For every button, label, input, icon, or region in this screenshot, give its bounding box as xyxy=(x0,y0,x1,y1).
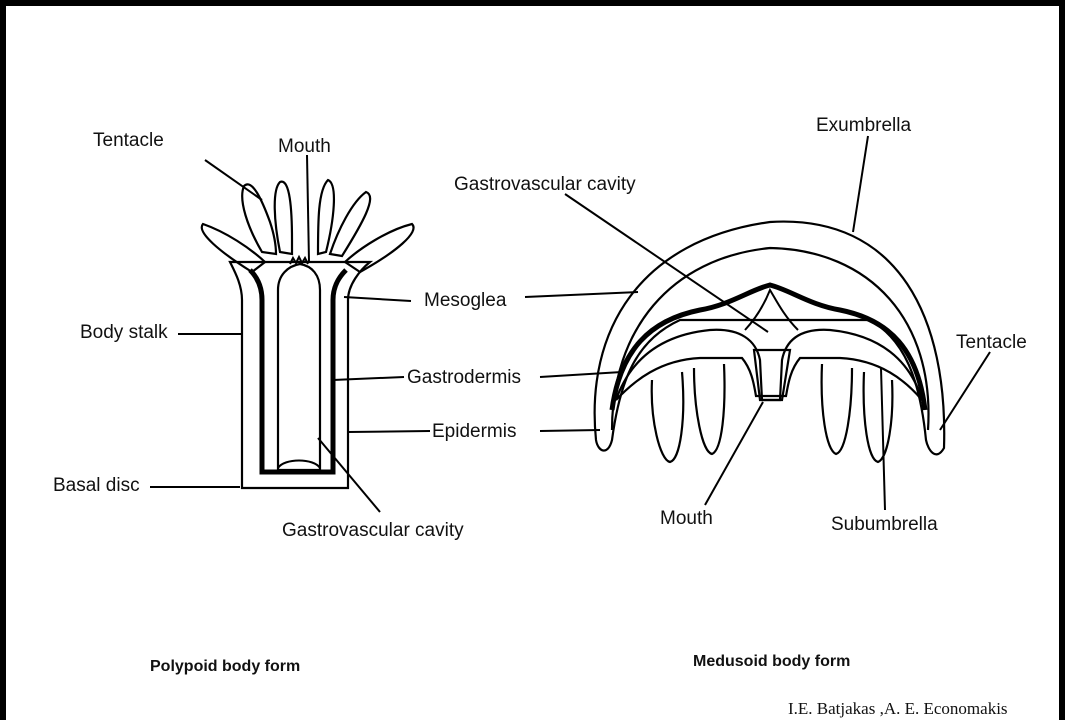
polyp-gastrovascular-cavity xyxy=(278,264,320,470)
credit-text: I.E. Batjakas ,A. E. Economakis xyxy=(788,699,1008,718)
medusa-label-tentacle: Tentacle xyxy=(956,332,1027,353)
label-gastrodermis: Gastrodermis xyxy=(407,367,521,388)
medusa-label-subumbrella: Subumbrella xyxy=(831,514,938,535)
medusa-label-exumbrella: Exumbrella xyxy=(816,115,911,136)
polyp-epidermis xyxy=(230,262,370,488)
caption-polypoid: Polypoid body form xyxy=(150,658,300,675)
polyp-label-body-stalk: Body stalk xyxy=(80,322,168,343)
polyp-label-mouth: Mouth xyxy=(278,136,331,157)
medusa-label-gastrovascular-cavity: Gastrovascular cavity xyxy=(454,174,636,195)
polyp-mesoglea xyxy=(250,270,346,472)
polyp-label-tentacle: Tentacle xyxy=(93,130,164,151)
medusa-inner-folds xyxy=(652,364,893,462)
caption-medusoid: Medusoid body form xyxy=(693,653,850,670)
medusa-drawing xyxy=(595,222,945,462)
medusa-label-mouth: Mouth xyxy=(660,508,713,529)
polyp-label-gastrovascular-cavity: Gastrovascular cavity xyxy=(282,520,464,541)
label-mesoglea: Mesoglea xyxy=(424,290,507,311)
polyp-label-basal-disc: Basal disc xyxy=(53,475,140,496)
label-epidermis: Epidermis xyxy=(432,421,516,442)
medusa-subumbrella-layer xyxy=(616,330,922,400)
medusa-mesoglea xyxy=(612,285,925,410)
